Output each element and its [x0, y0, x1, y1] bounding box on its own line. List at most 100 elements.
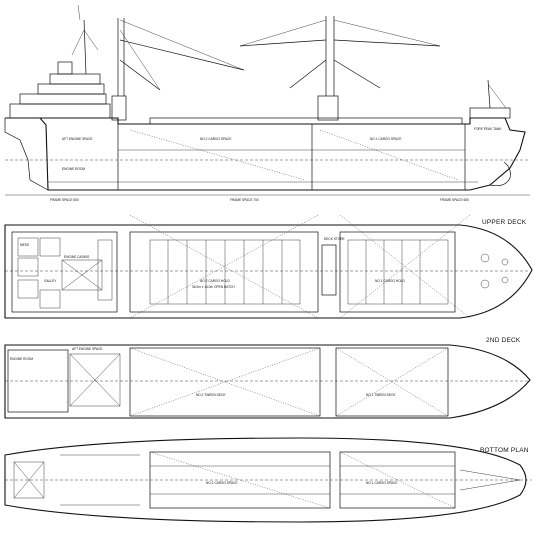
ship-profile: NO.2 CARGO SPACE NO.1 CARGO SPACE AFT EN… — [4, 4, 530, 202]
profile-bow — [489, 161, 511, 187]
bollard-port — [501, 258, 509, 266]
crane-mid-jib-aft — [239, 39, 327, 47]
upper-deck-label-store: DECK STORE — [324, 237, 345, 241]
funnel — [57, 61, 73, 75]
bottom-plan: BOTTOM PLAN NO.2 CARGO SPACE NO.1 CARGO … — [4, 437, 532, 523]
foremast-stay — [487, 83, 507, 109]
bridge-deck — [49, 73, 101, 85]
accommodation-deck-1 — [9, 103, 111, 119]
hatch-no2-panels — [167, 240, 283, 304]
crane-mid-pedestal — [317, 95, 339, 121]
engine-casing-diag-2 — [61, 259, 103, 291]
bottom-outline — [4, 437, 527, 523]
windlass-port — [480, 253, 490, 263]
crane-reach-aft-1 — [129, 214, 319, 319]
cabin-5 — [39, 289, 61, 309]
upper-deck-title: UPPER DECK — [482, 219, 527, 226]
second-deck-label-engine-room: ENGINE ROOM — [10, 357, 33, 361]
cabin-2 — [17, 257, 39, 277]
second-deck-aft-space — [69, 353, 121, 407]
upper-deck-label-mess: MESS — [20, 243, 29, 247]
profile-hull — [5, 117, 526, 191]
bottom-label-hold1: NO.1 CARGO SPACE — [366, 481, 397, 485]
crane-reach-aft-2 — [129, 214, 319, 319]
profile-label-engine-room: ENGINE ROOM — [62, 167, 85, 171]
upper-deck-plan: UPPER DECK NO.2 CARGO HOLD 36.0m x 14.0m… — [4, 214, 533, 319]
mast-stay-1 — [83, 29, 99, 51]
engine-casing-plan — [61, 259, 103, 291]
second-deck-label-aft-space: AFT ENGINE SPACE — [72, 347, 103, 351]
profile-label-no1-hold: NO.1 CARGO SPACE — [370, 137, 401, 141]
crane-mid-boom-aft — [289, 59, 327, 89]
second-deck-label-tween1: NO.1 TWEEN DECK — [366, 393, 396, 397]
crane-mid-wire-fwd — [333, 19, 441, 47]
hatch-no1-cover — [347, 239, 449, 305]
crane-aft-wire — [119, 19, 245, 71]
second-deck-tween-no1 — [335, 347, 449, 417]
bottom-hold-no1 — [339, 451, 456, 509]
bottom-hold-no2 — [149, 451, 331, 509]
cabin-4 — [39, 237, 61, 257]
crane-reach-fwd-2 — [339, 214, 471, 319]
engine-seat — [13, 461, 45, 499]
accommodation-deck-2 — [19, 93, 107, 105]
bottom-fwd-girder-2 — [459, 479, 521, 491]
superstructure — [9, 4, 111, 119]
windlass-stbd — [480, 279, 490, 289]
crane-aft-boom-wire — [119, 29, 161, 91]
second-deck-engine-room — [7, 349, 69, 413]
forecastle-house — [469, 107, 511, 119]
store-stack — [97, 239, 113, 301]
profile-label-frame-c: FRAME SPACE 650 — [440, 198, 469, 202]
mast-aft — [83, 19, 87, 75]
crane-aft — [111, 18, 245, 121]
profile-stern — [4, 118, 49, 191]
profile-hatch-coaming — [149, 117, 463, 125]
crane-mid-jib-fwd — [333, 39, 441, 47]
second-deck-outline — [4, 344, 531, 419]
second-deck-hold1-diag-2 — [335, 347, 449, 417]
profile-label-frame-b: FRAME SPACE 700 — [230, 198, 259, 202]
crane-house-plan — [321, 244, 337, 296]
profile-label-frame-a: FRAME SPACE 600 — [50, 198, 79, 202]
crane-aft-jib — [119, 39, 245, 71]
second-deck-tween-no2 — [129, 347, 321, 417]
profile-label-aft-engine: AFT ENGINE SPACE — [62, 137, 93, 141]
bottom-fwd-girder-1 — [459, 469, 521, 481]
second-deck-label-tween2: NO.2 TWEEN DECK — [196, 393, 226, 397]
profile-hold1-diag — [319, 129, 459, 181]
mast-top — [77, 4, 81, 21]
crane-aft-boom — [119, 59, 161, 91]
crane-mid-wire-aft — [239, 19, 327, 47]
bottom-title: BOTTOM PLAN — [480, 447, 529, 454]
crane-mid — [239, 16, 441, 121]
second-deck-plan: 2ND DECK NO.2 TWEEN DECK NO.1 TWEEN DECK… — [4, 337, 531, 419]
upper-deck-label-hold2: NO.2 CARGO HOLD — [200, 279, 230, 283]
bottom-label-hold2: NO.2 CARGO SPACE — [206, 481, 237, 485]
crane-mid-boom-fwd — [333, 59, 381, 89]
bollard-stbd — [501, 276, 509, 284]
second-deck-title: 2ND DECK — [486, 337, 521, 344]
upper-deck-label-engine-casing: ENGINE CASING — [64, 255, 90, 259]
hatch-no2 — [129, 231, 319, 313]
engine-seat-diag-2 — [13, 461, 45, 499]
mast-stay-2 — [71, 29, 85, 56]
crane-aft-pedestal — [111, 95, 127, 121]
profile-label-no2-hold: NO.2 CARGO SPACE — [200, 137, 231, 141]
upper-deck-label-hold1: NO.1 CARGO HOLD — [375, 279, 405, 283]
upper-deck-label-hold2-dim: 36.0m x 14.0m OPEN HATCH — [192, 285, 235, 289]
second-deck-hold2-diag-2 — [129, 347, 321, 417]
accommodation-plan — [11, 231, 118, 313]
upper-deck-label-galley: GALLEY — [44, 279, 57, 283]
cabin-3 — [17, 279, 39, 299]
second-deck-aft-diag-2 — [69, 353, 121, 407]
upper-deck-outline — [4, 224, 533, 319]
profile-hold2-diag — [129, 129, 306, 181]
hatch-no1-panels — [365, 240, 421, 304]
cabin-1 — [17, 237, 39, 257]
hatch-no1 — [339, 231, 456, 313]
profile-label-fore-peak: FORE PEAK TANK — [474, 127, 502, 131]
forecastle — [469, 79, 511, 119]
accommodation-deck-3 — [37, 83, 105, 95]
